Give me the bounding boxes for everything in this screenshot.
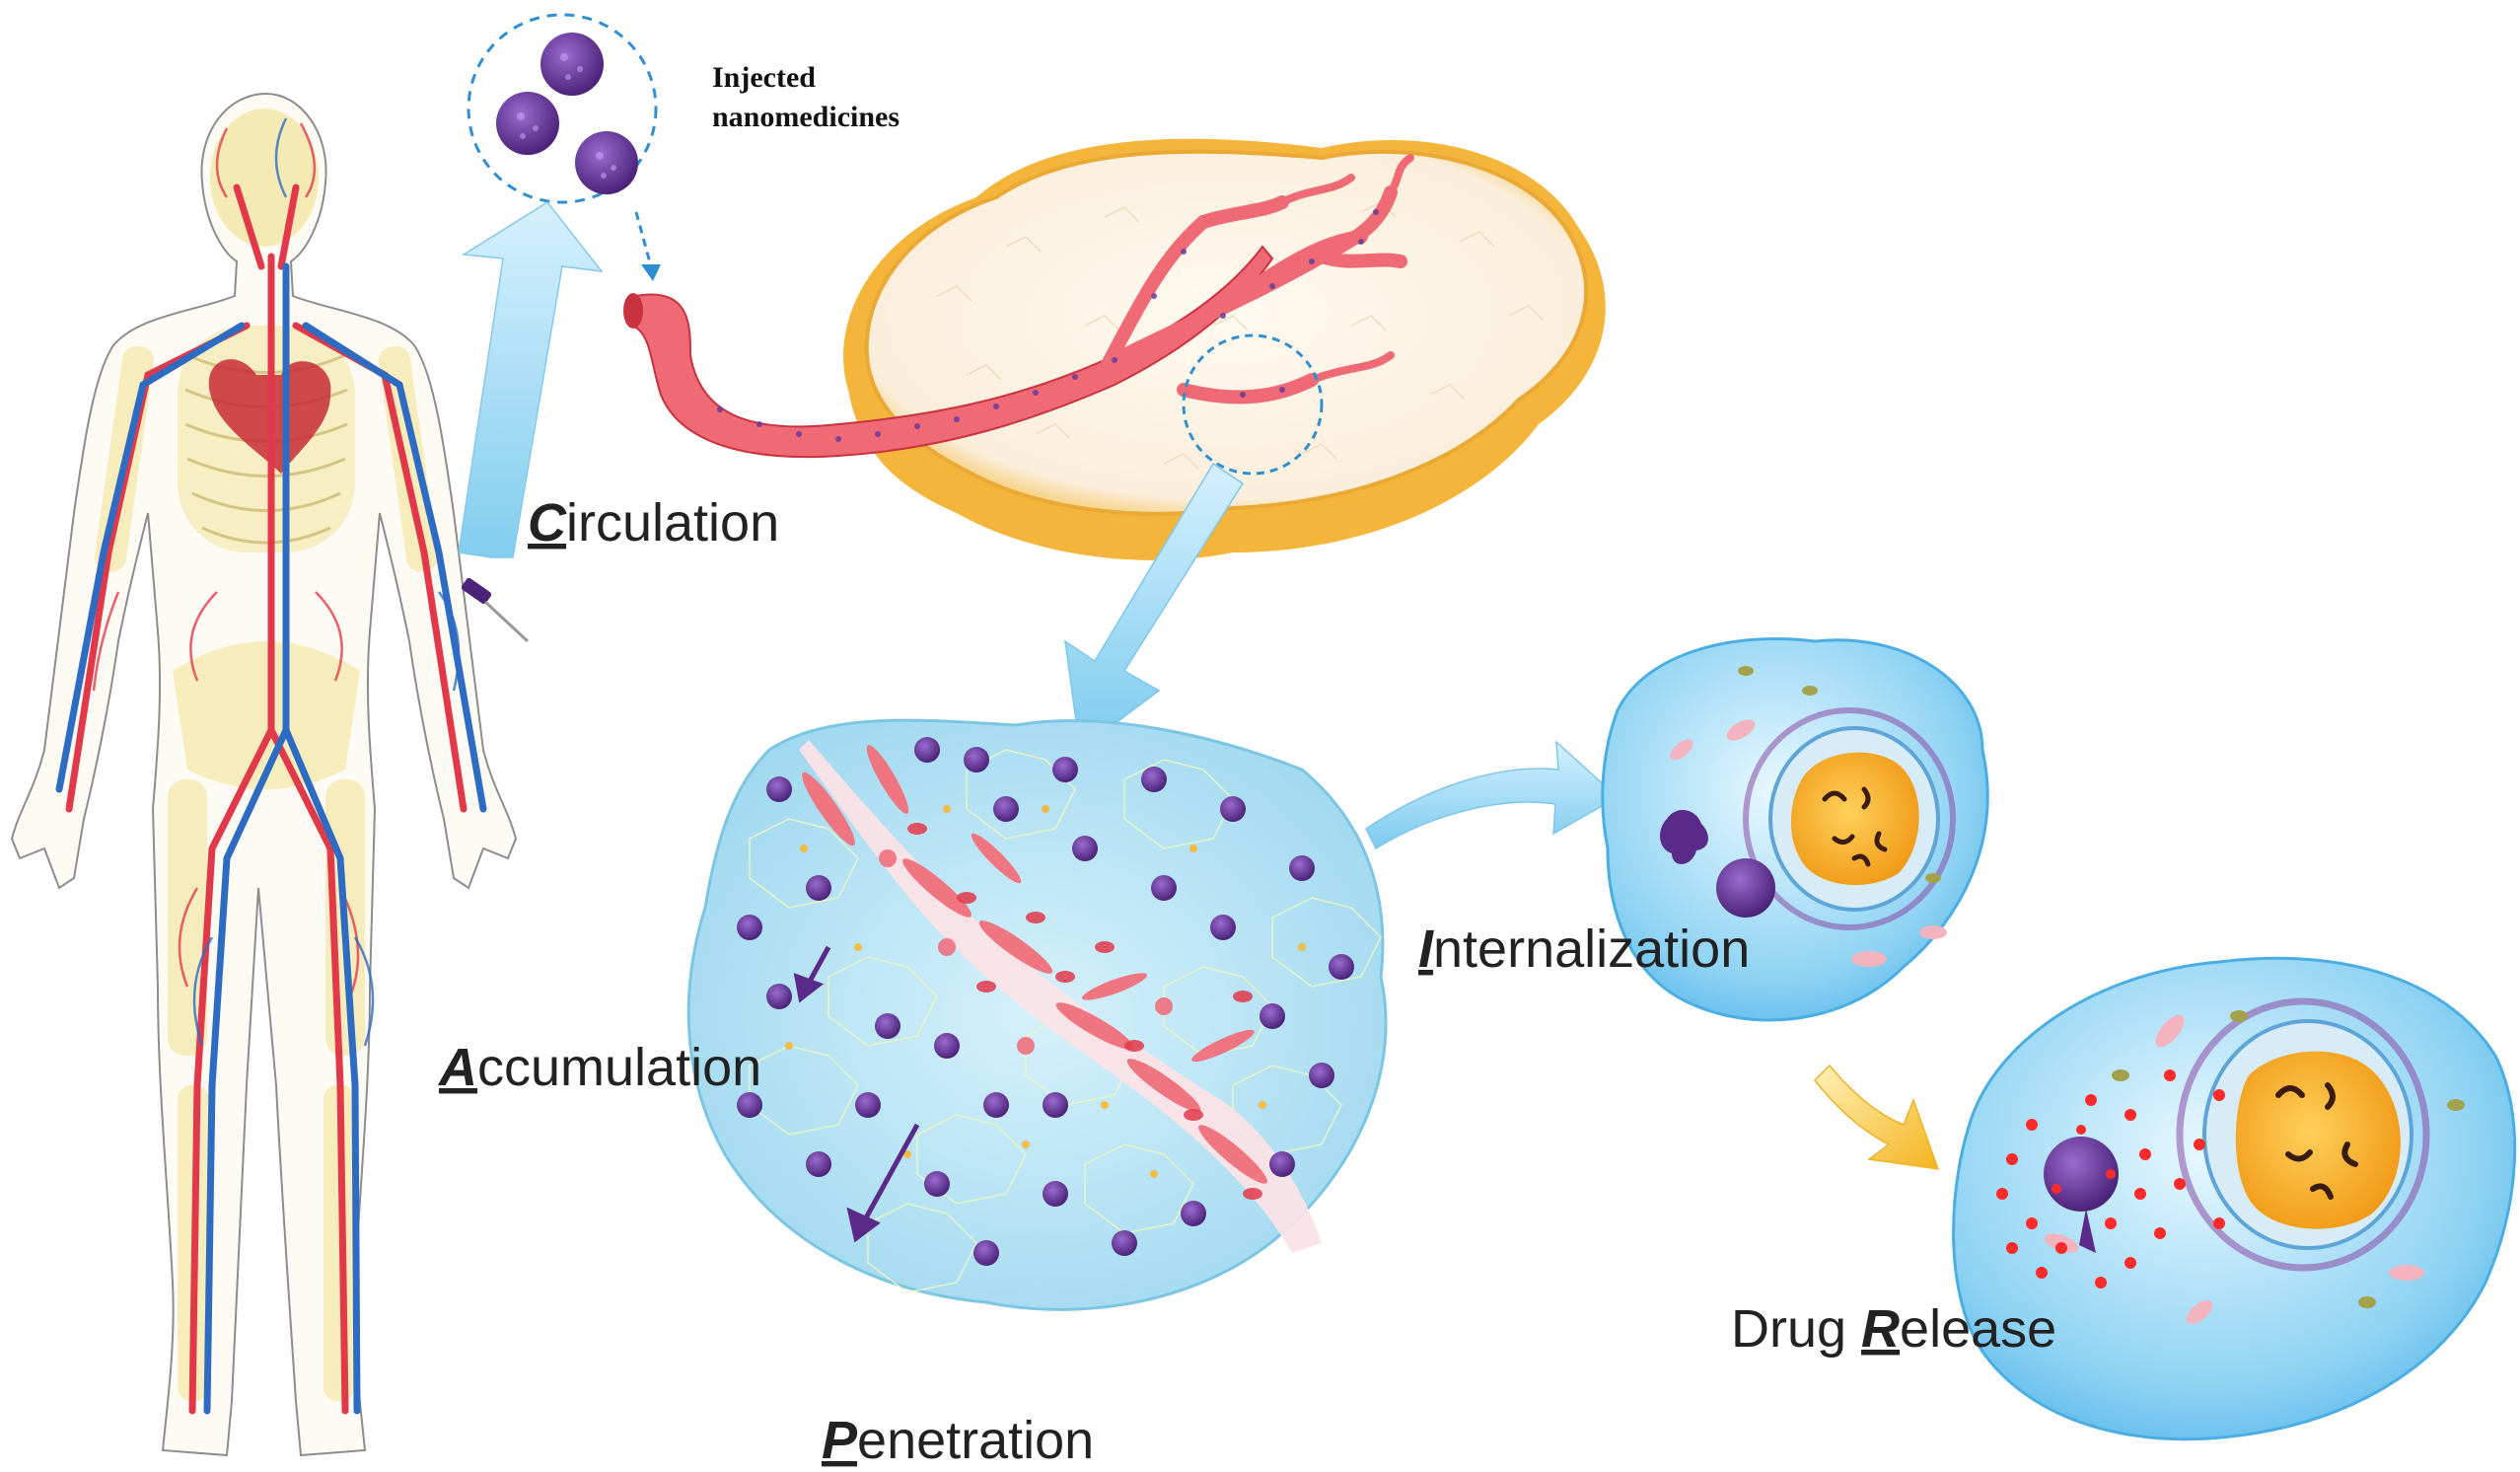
tumor-tissue bbox=[843, 138, 1606, 560]
label-internalization: Internalization bbox=[1418, 920, 1750, 979]
veins bbox=[55, 262, 487, 1415]
rest-release: elease bbox=[1900, 1299, 2056, 1359]
chromatin bbox=[2275, 1082, 2358, 1200]
blood-vessel bbox=[623, 154, 1414, 476]
label-accumulation: Accumulation bbox=[437, 1038, 761, 1097]
nanomedicines-callout bbox=[467, 13, 661, 281]
endosome bbox=[1660, 809, 1708, 864]
pelvis bbox=[173, 641, 360, 789]
tissue-top bbox=[864, 149, 1589, 516]
label-circulation: Circulation bbox=[528, 493, 779, 552]
tissue-texture bbox=[936, 201, 1545, 470]
injected-label-line2: nanomedicines bbox=[712, 101, 900, 133]
callout-arrowhead bbox=[641, 264, 661, 281]
releasing-nanoparticle bbox=[2044, 1137, 2119, 1212]
veins-fine bbox=[192, 117, 461, 1047]
rest-internalization: nternalization bbox=[1433, 920, 1750, 979]
label-penetration: Penetration bbox=[822, 1411, 1094, 1470]
femur-left bbox=[168, 779, 207, 1056]
tumor-cluster bbox=[686, 718, 1388, 1311]
vessel-gap bbox=[799, 740, 1322, 1253]
cell-internalization bbox=[1601, 637, 1989, 1022]
internalized-nanoparticle bbox=[1716, 858, 1775, 918]
ribs bbox=[184, 353, 348, 545]
vessel-nanoparticles bbox=[717, 209, 1379, 442]
nanoparticle bbox=[575, 131, 638, 194]
zoom-arrow bbox=[1064, 462, 1245, 752]
er-outer bbox=[1743, 707, 1956, 930]
label-release: Drug Release bbox=[1731, 1299, 2056, 1359]
prefix-drug: Drug bbox=[1731, 1299, 1861, 1359]
penetration-arrows bbox=[793, 945, 920, 1243]
release-arrow bbox=[1813, 1064, 1940, 1170]
circulation-arrow bbox=[458, 201, 604, 558]
nucleus bbox=[2235, 1051, 2401, 1229]
internalization-arrow bbox=[1365, 740, 1620, 850]
injected-label-line1: Injected bbox=[712, 61, 816, 94]
vessel-branches bbox=[1098, 185, 1407, 405]
rest-penetration: enetration bbox=[857, 1411, 1094, 1470]
mitochondria bbox=[2044, 1014, 2424, 1324]
nucleus bbox=[1790, 752, 1919, 885]
callout-arrow bbox=[634, 211, 653, 267]
cluster-nanoparticles bbox=[737, 737, 1354, 1266]
initial-i: I bbox=[1418, 920, 1434, 979]
vessel-opening bbox=[623, 293, 643, 329]
mitochondria bbox=[1670, 719, 1947, 967]
cell-release bbox=[1952, 956, 2517, 1441]
rest-circulation: irculation bbox=[566, 493, 779, 552]
initial-p: P bbox=[822, 1411, 858, 1470]
syringe-icon bbox=[461, 577, 530, 643]
nanoparticle bbox=[540, 33, 604, 96]
rest-accumulation: ccumulation bbox=[477, 1038, 761, 1097]
human-body-figure bbox=[10, 92, 530, 1457]
released-drug-molecules bbox=[1996, 1069, 2225, 1288]
red-blood-cells bbox=[879, 823, 1262, 1200]
initial-a: A bbox=[437, 1038, 477, 1097]
release-stalk bbox=[2079, 1209, 2096, 1253]
zoom-circle bbox=[1182, 333, 1324, 476]
fibroblasts bbox=[802, 745, 1267, 1184]
vesicles bbox=[1738, 666, 1941, 883]
chromatin bbox=[1822, 786, 1888, 867]
vesicles bbox=[2112, 1010, 2465, 1308]
er-outer bbox=[2176, 997, 2430, 1272]
initial-r: R bbox=[1861, 1299, 1900, 1359]
cell-nuclei bbox=[785, 805, 1306, 1178]
nanoparticle bbox=[496, 92, 559, 155]
initial-c: C bbox=[528, 493, 567, 552]
